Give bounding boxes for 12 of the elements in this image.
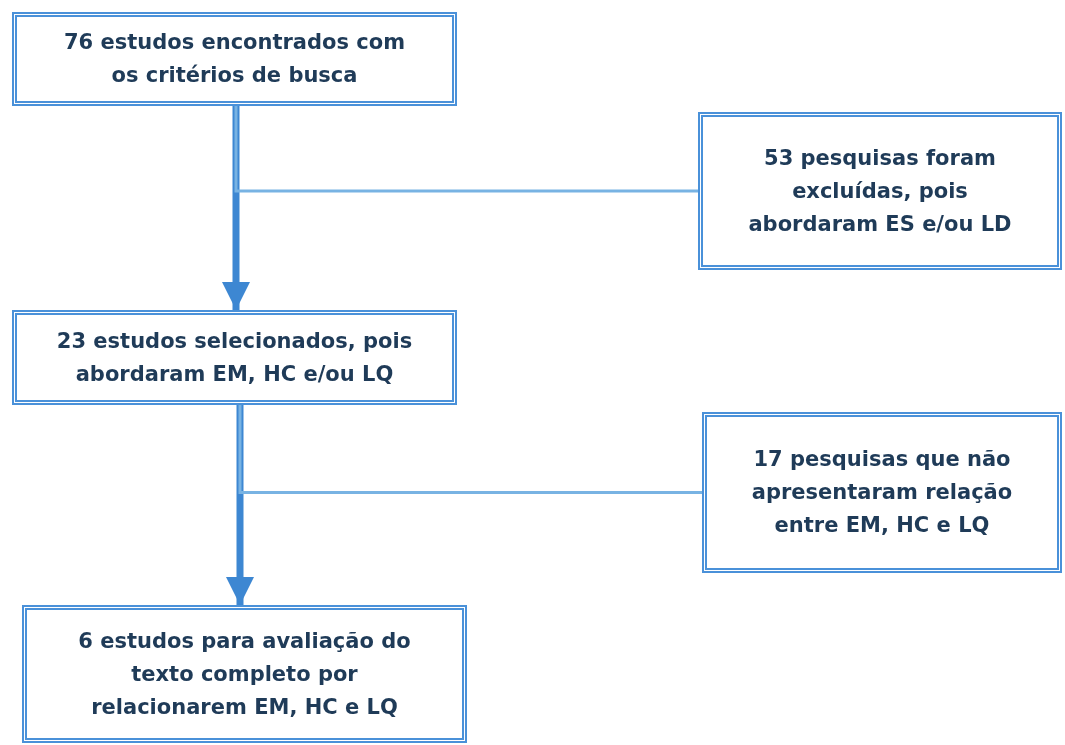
process-box	[702, 412, 1062, 573]
box-text: 6 estudos para avaliação do texto completo por relacionarem EM, HC e LQ	[77, 627, 412, 721]
box-text: 53 pesquisas foram excluídas, pois abordaram ES e/ou LD	[747, 144, 1013, 238]
process-box	[698, 112, 1062, 270]
box-text: 76 estudos encontrados com os critérios de busca	[62, 29, 407, 89]
connector-arrow	[226, 405, 254, 605]
box-text: 23 estudos selecionados, pois abordaram EM, HC e/ou LQ	[55, 327, 414, 388]
connector-arrow	[222, 106, 250, 310]
process-box	[12, 310, 457, 405]
process-box	[12, 12, 457, 106]
box-text: 17 pesquisas que não apresentaram relação entre EM, HC e LQ	[750, 446, 1014, 539]
process-box	[22, 605, 467, 743]
